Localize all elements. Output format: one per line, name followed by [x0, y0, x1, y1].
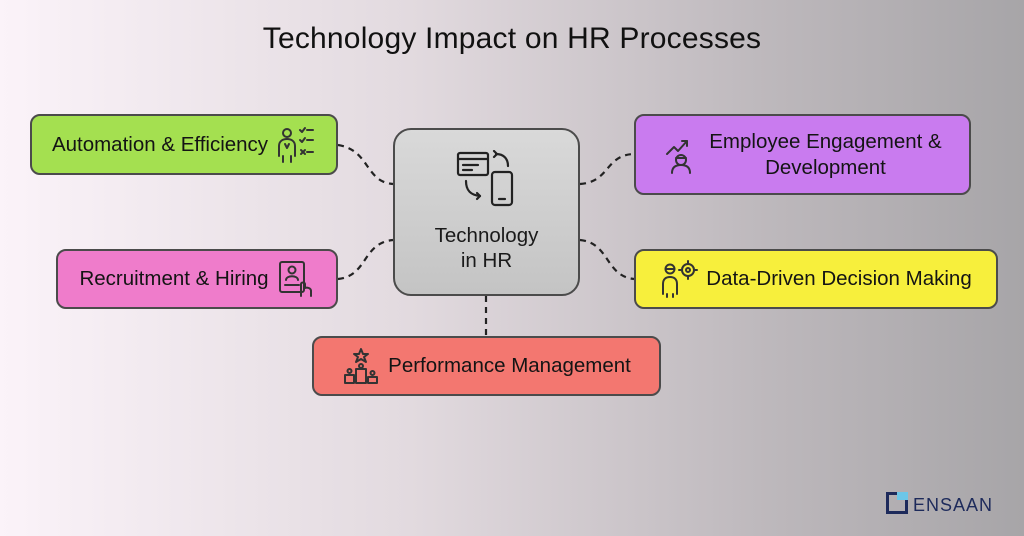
center-label-line1: Technology — [434, 223, 539, 247]
node-engagement-label: Employee Engagement & Development — [709, 129, 941, 180]
person-checklist-icon — [276, 126, 316, 164]
node-data-label: Data-Driven Decision Making — [706, 267, 972, 291]
node-recruitment-label: Recruitment & Hiring — [79, 267, 269, 291]
node-engagement-label-line1: Employee Engagement & — [709, 129, 942, 153]
node-automation-efficiency: Automation & Efficiency — [30, 114, 338, 175]
page-title: Technology Impact on HR Processes — [262, 22, 762, 55]
ensaan-logo-icon — [886, 492, 908, 519]
node-employee-engagement-development: Employee Engagement & Development — [634, 114, 971, 195]
connector-automation — [337, 143, 394, 186]
node-automation-label: Automation & Efficiency — [51, 132, 269, 156]
podium-star-icon — [342, 347, 380, 385]
center-label-line2: in HR — [460, 249, 513, 273]
devices-sync-icon — [456, 149, 518, 215]
node-engagement-label-line2: Development — [765, 155, 886, 179]
center-node-technology-in-hr: Technology in HR — [393, 128, 580, 296]
logo-text: ENSAAN — [913, 495, 994, 515]
profile-card-touch-icon — [277, 260, 315, 298]
connector-recruitment — [337, 238, 394, 281]
node-performance-label: Performance Management — [388, 354, 631, 378]
node-recruitment-hiring: Recruitment & Hiring — [56, 249, 338, 309]
ensaan-logo: ENSAAN — [886, 492, 993, 519]
node-performance-management: Performance Management — [312, 336, 661, 396]
connector-engagement — [579, 152, 635, 186]
connector-data — [579, 238, 635, 281]
person-target-icon — [660, 260, 699, 298]
node-data-driven-decision-making: Data-Driven Decision Making — [634, 249, 998, 309]
person-growth-icon — [663, 136, 701, 174]
